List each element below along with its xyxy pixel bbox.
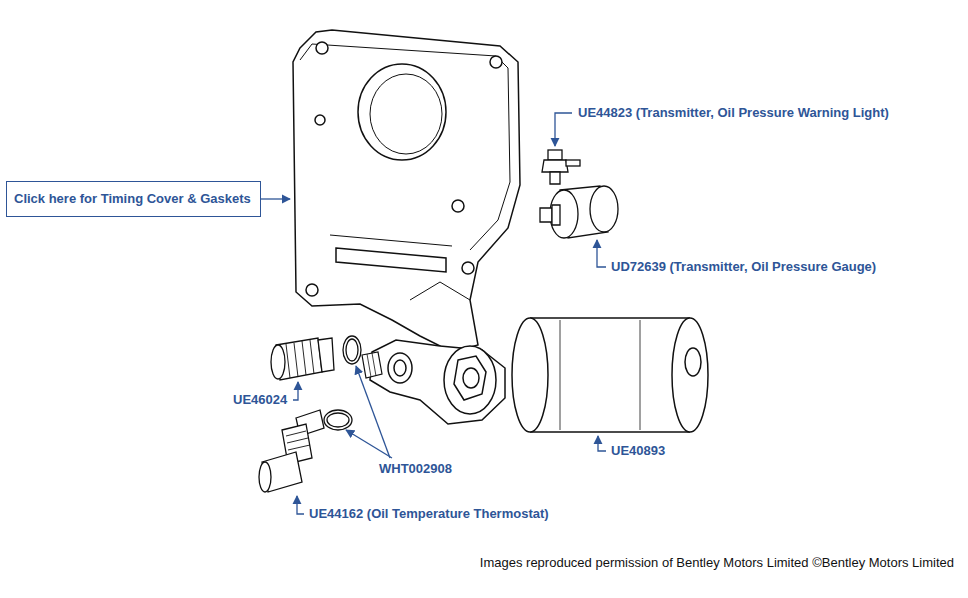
threaded-stub [362, 352, 382, 378]
warning-light-transmitter [542, 150, 580, 184]
o-ring [324, 336, 361, 430]
part-number: UD72639 (Transmitter, Oil Pressure Gauge… [610, 259, 877, 274]
filter-adapter [370, 340, 505, 424]
part-number: UE46024 [232, 392, 288, 407]
plug [271, 338, 334, 380]
thermostat [259, 410, 324, 492]
box-arrow [261, 198, 290, 199]
part-number: UE40893 [610, 443, 666, 458]
link-box: Click here for Timing Cover & Gaskets [6, 181, 261, 217]
part-number: UE44823 (Transmitter, Oil Pressure Warni… [577, 105, 890, 120]
oil-filter [512, 318, 708, 432]
link-text: Click here for Timing Cover & Gaskets [14, 191, 253, 206]
copyright-caption: Images reproduced permission of Bentley … [480, 555, 954, 570]
part-number: WHT002908 [378, 461, 453, 476]
timing-cover [293, 30, 520, 352]
part-number: UE44162 (Oil Temperature Thermostat) [308, 506, 550, 521]
leader-line [293, 113, 606, 514]
gauge-transmitter [540, 186, 618, 238]
